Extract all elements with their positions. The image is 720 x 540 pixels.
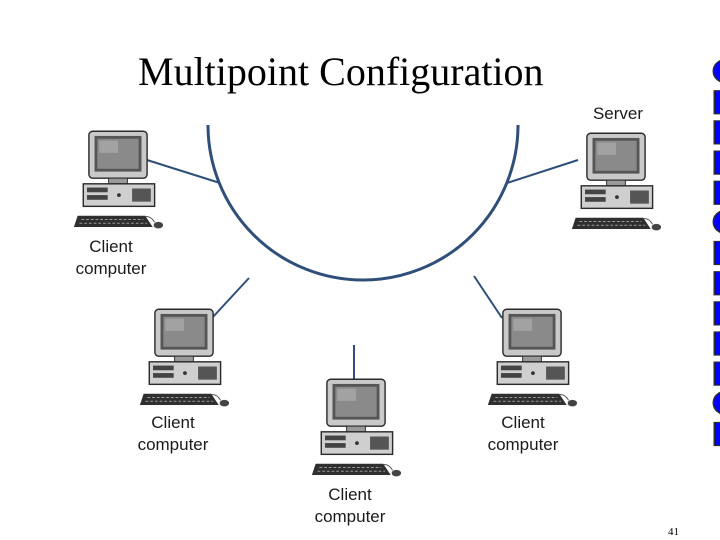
drop-link-client-mid-right xyxy=(473,275,503,319)
client-computer-icon xyxy=(73,130,164,230)
binary-banner-text: 0111101111101 xyxy=(701,56,720,448)
label-line-1: Client xyxy=(89,237,133,256)
client-label-mid-right: Client computer xyxy=(478,412,568,456)
label-line-1: Client xyxy=(151,413,195,432)
client-label-top-left: Client computer xyxy=(66,236,156,280)
client-computer-icon xyxy=(311,378,402,478)
server-label: Server xyxy=(592,104,644,123)
drop-link-client-top-left xyxy=(146,159,221,184)
client-computer-icon xyxy=(139,308,230,408)
shared-link-ring xyxy=(206,124,520,282)
page-number: 41 xyxy=(668,526,679,538)
client-label-mid-left: Client computer xyxy=(128,412,218,456)
label-line-1: Client xyxy=(328,485,372,504)
binary-banner: 0111101111101 xyxy=(700,55,720,450)
label-line-2: computer xyxy=(487,435,559,454)
label-line-2: computer xyxy=(75,259,147,278)
server-computer-icon xyxy=(571,132,662,232)
label-line-2: computer xyxy=(314,507,386,526)
label-line-2: computer xyxy=(137,435,209,454)
client-computer-icon xyxy=(487,308,578,408)
label-line-1: Client xyxy=(501,413,545,432)
slide-title: Multipoint Configuration xyxy=(138,49,544,94)
client-label-bottom: Client computer xyxy=(304,484,396,528)
drop-link-server xyxy=(506,159,579,184)
drop-link-client-mid-left xyxy=(211,277,250,319)
